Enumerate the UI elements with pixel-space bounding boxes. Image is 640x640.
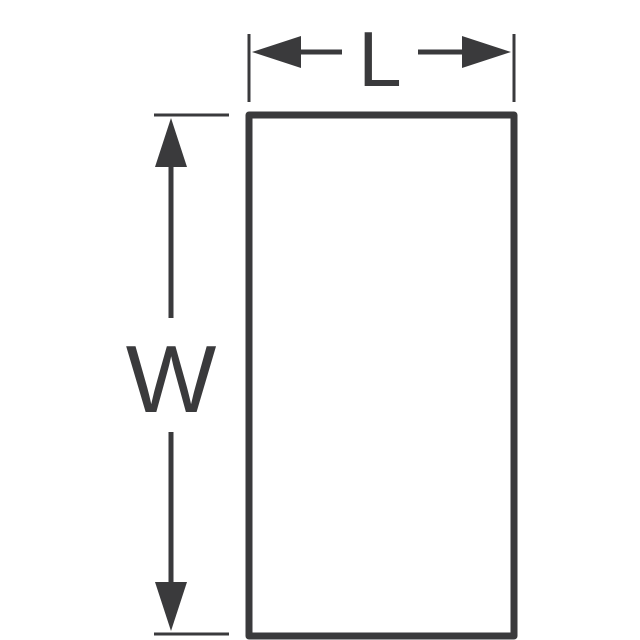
width-label: W: [126, 326, 217, 433]
width-arrowhead-top: [155, 118, 187, 167]
length-arrowhead-left: [252, 36, 301, 68]
length-arrowhead-right: [462, 36, 511, 68]
width-arrowhead-bottom: [155, 582, 187, 631]
length-label: L: [358, 15, 401, 103]
component-outline: [245, 111, 518, 640]
